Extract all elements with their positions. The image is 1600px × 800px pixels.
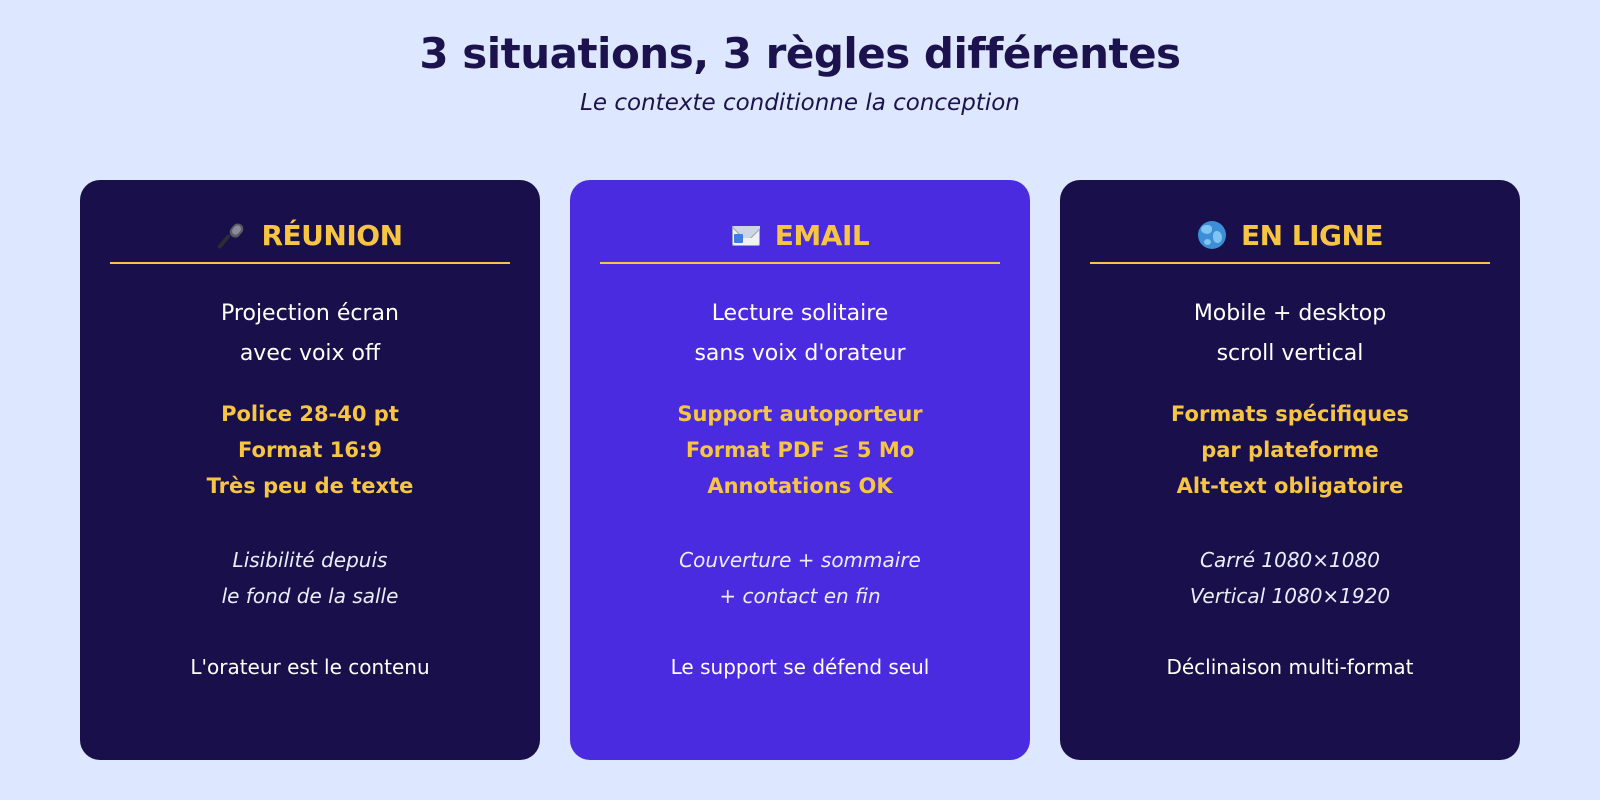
- card-en-ligne: EN LIGNE Mobile + desktop scroll vertica…: [1060, 180, 1520, 760]
- card-title: EN LIGNE: [1240, 218, 1384, 252]
- card-header: RÉUNION: [110, 208, 510, 264]
- card-tagline: Le support se défend seul: [670, 655, 930, 679]
- card-header: EN LIGNE: [1090, 208, 1490, 264]
- email-icon: [731, 220, 761, 250]
- note-line: Couverture + sommaire: [679, 548, 921, 572]
- card-description: Lecture solitaire sans voix d'orateur: [600, 294, 1000, 374]
- card-rules: Support autoporteur Format PDF ≤ 5 Mo An…: [600, 396, 1000, 504]
- rule-line: par plateforme: [1201, 438, 1379, 462]
- card-tagline: L'orateur est le contenu: [190, 655, 430, 679]
- header: 3 situations, 3 règles différentes Le co…: [0, 26, 1600, 118]
- card-tagline: Déclinaison multi-format: [1166, 655, 1414, 679]
- rule-line: Support autoporteur: [677, 402, 923, 426]
- microphone-icon: [217, 220, 247, 250]
- note-line: Carré 1080×1080: [1200, 548, 1380, 572]
- note-line: Lisibilité depuis: [232, 548, 388, 572]
- card-rules: Formats spécifiques par plateforme Alt-t…: [1090, 396, 1490, 504]
- card-title: EMAIL: [774, 218, 870, 252]
- description-line: Mobile + desktop: [1193, 301, 1387, 326]
- note-line: Vertical 1080×1920: [1189, 584, 1391, 608]
- card-note: Carré 1080×1080 Vertical 1080×1920: [1090, 542, 1490, 614]
- rule-line: Police 28-40 pt: [221, 402, 399, 426]
- card-rules: Police 28-40 pt Format 16:9 Très peu de …: [110, 396, 510, 504]
- card-email: EMAIL Lecture solitaire sans voix d'orat…: [570, 180, 1030, 760]
- rule-line: Alt-text obligatoire: [1176, 474, 1404, 498]
- card-header: EMAIL: [600, 208, 1000, 264]
- description-line: Projection écran: [221, 301, 399, 326]
- rule-line: Format PDF ≤ 5 Mo: [685, 438, 915, 462]
- card-reunion: RÉUNION Projection écran avec voix off P…: [80, 180, 540, 760]
- card-title: RÉUNION: [261, 218, 403, 252]
- rule-line: Très peu de texte: [206, 474, 414, 498]
- card-note: Couverture + sommaire + contact en fin: [600, 542, 1000, 614]
- page-title: 3 situations, 3 règles différentes: [419, 29, 1181, 78]
- globe-icon: [1197, 220, 1227, 250]
- card-note: Lisibilité depuis le fond de la salle: [110, 542, 510, 614]
- card-description: Mobile + desktop scroll vertical: [1090, 294, 1490, 374]
- rule-line: Formats spécifiques: [1171, 402, 1409, 426]
- cards-row: RÉUNION Projection écran avec voix off P…: [80, 180, 1520, 760]
- description-line: scroll vertical: [1216, 341, 1364, 366]
- description-line: avec voix off: [239, 341, 381, 366]
- rule-line: Annotations OK: [707, 474, 893, 498]
- note-line: + contact en fin: [719, 584, 881, 608]
- description-line: Lecture solitaire: [711, 301, 889, 326]
- note-line: le fond de la salle: [221, 584, 399, 608]
- description-line: sans voix d'orateur: [694, 341, 906, 366]
- rule-line: Format 16:9: [238, 438, 382, 462]
- card-description: Projection écran avec voix off: [110, 294, 510, 374]
- page-subtitle: Le contexte conditionne la conception: [580, 90, 1020, 116]
